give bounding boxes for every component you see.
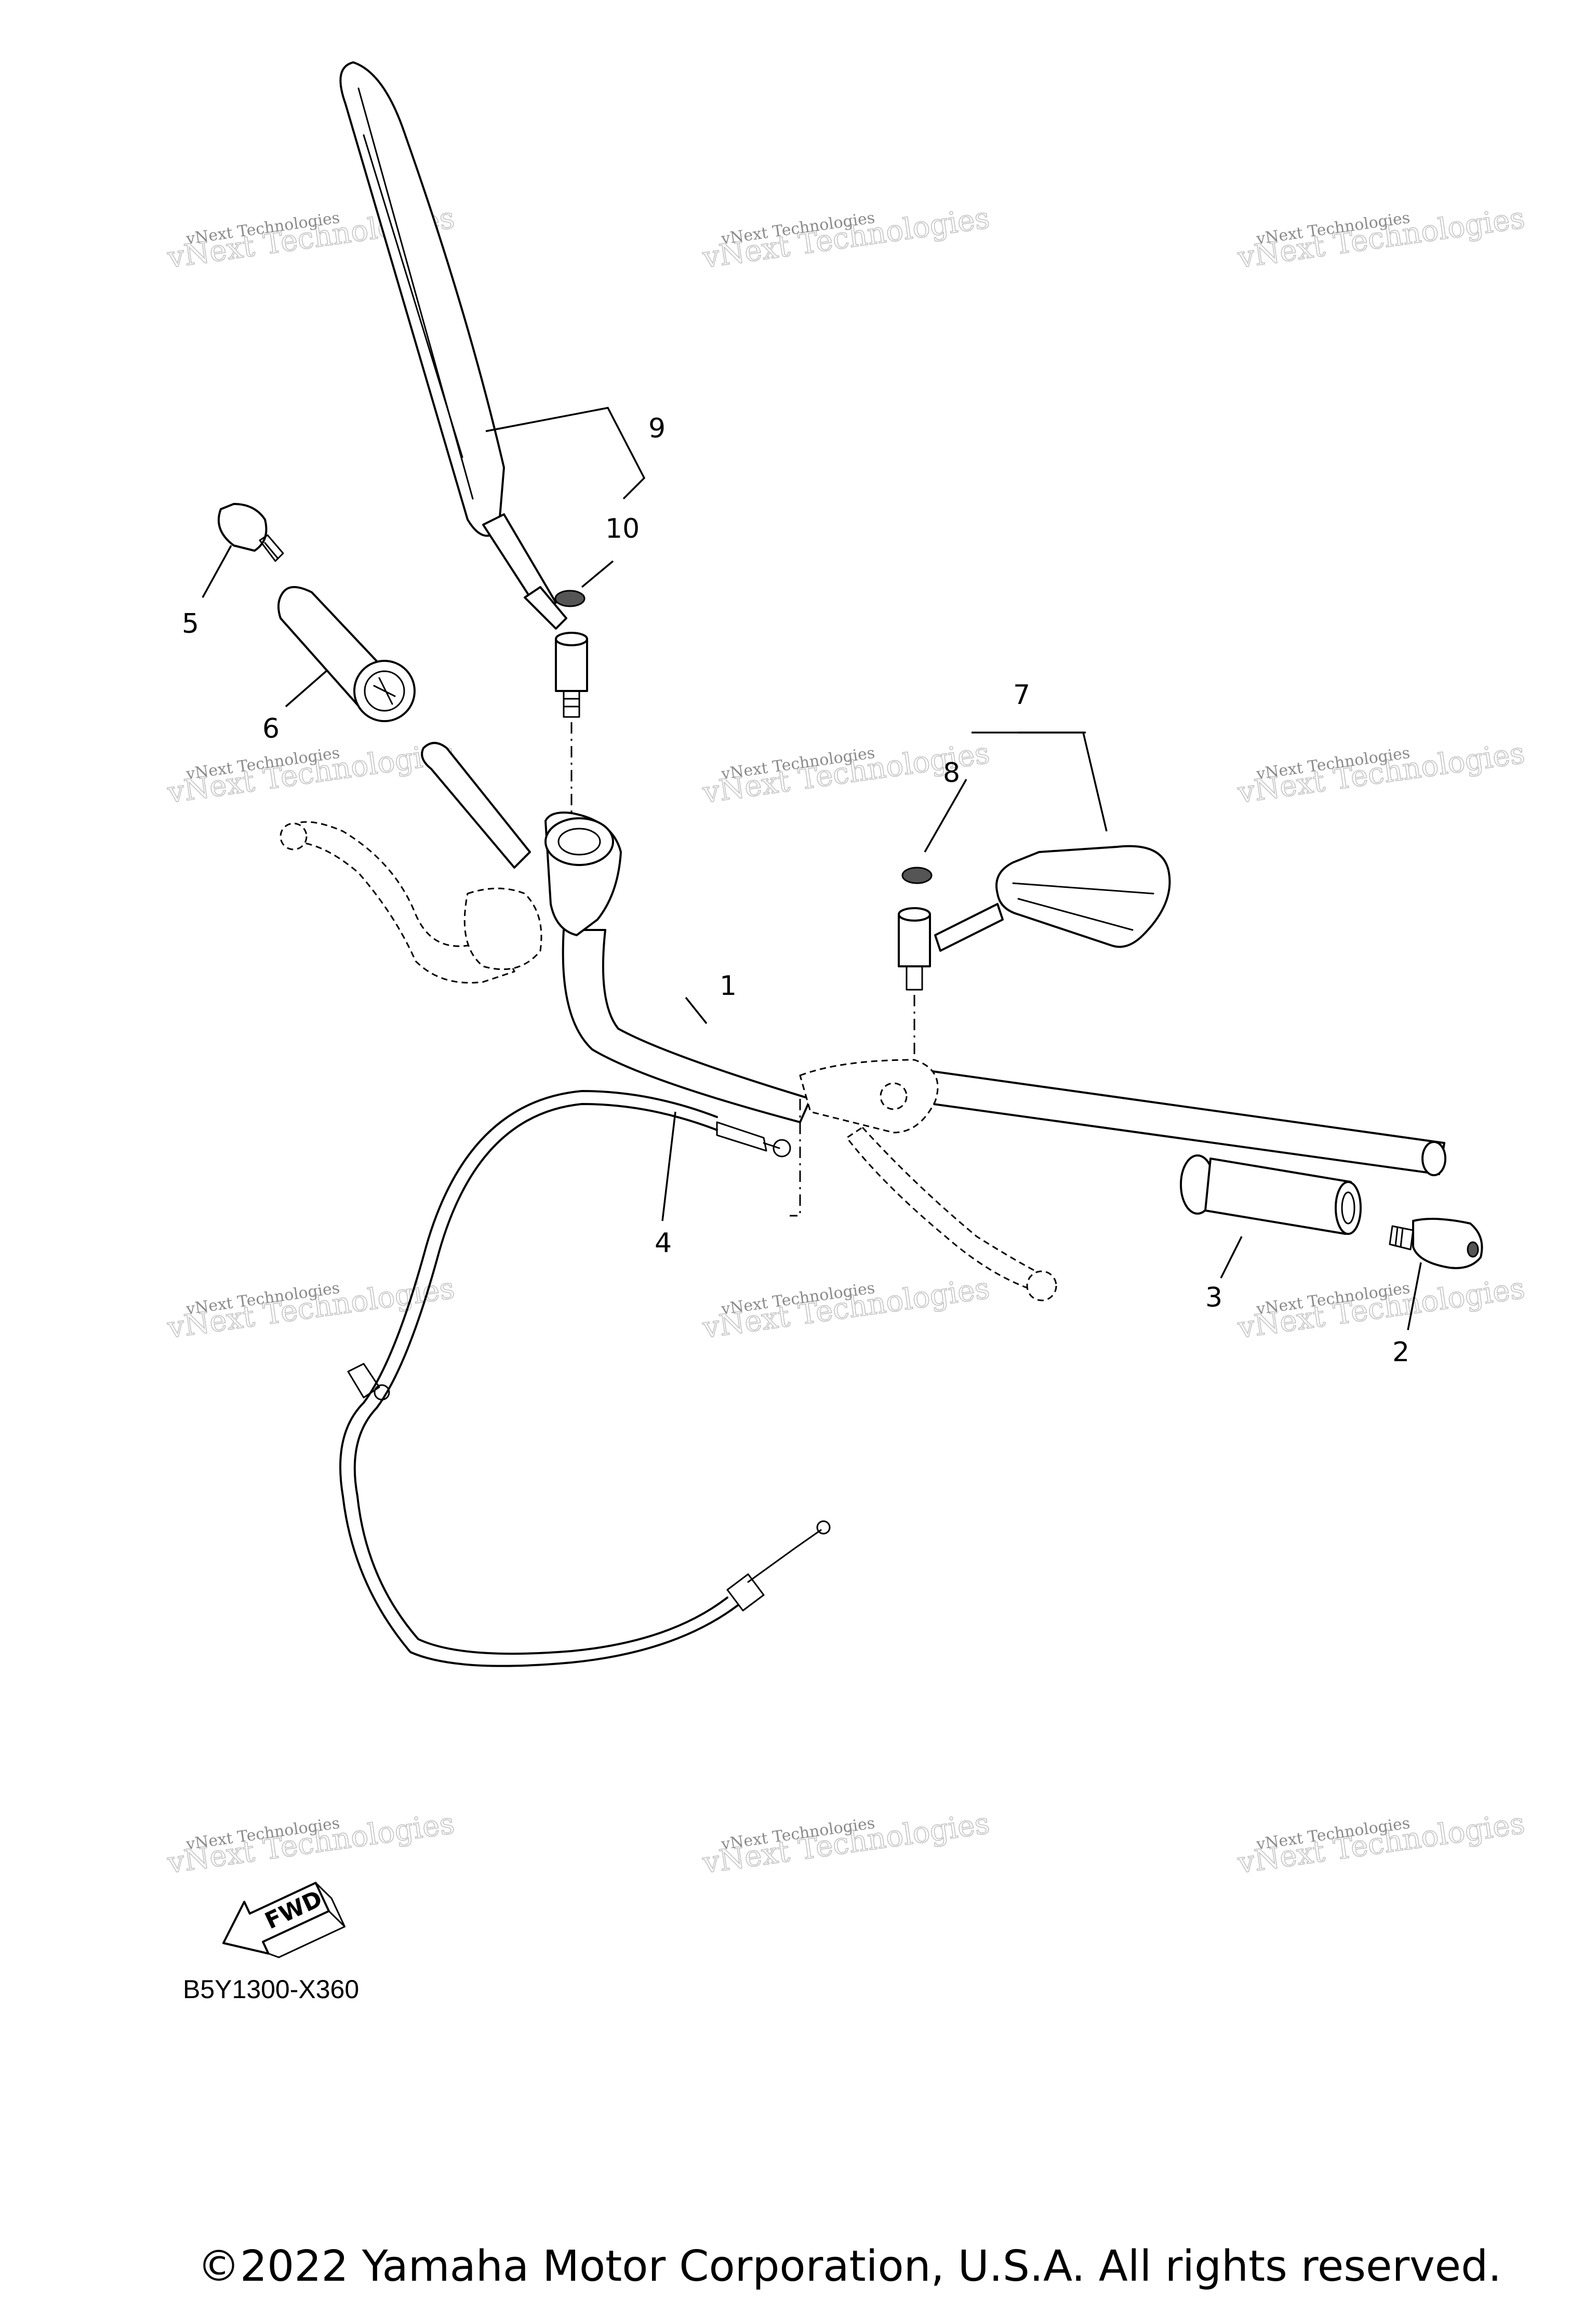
right-grip [1180, 1154, 1362, 1235]
watermark: vNext Technologies vNext Technologies [165, 736, 457, 810]
watermark: vNext Technologies vNext Technologies [700, 1806, 992, 1881]
left-mirror-adapter [554, 590, 588, 718]
part-label-6: 6 [262, 713, 280, 744]
copyright-notice: ©2022 Yamaha Motor Corporation, U.S.A. A… [197, 2242, 1502, 2291]
watermark: vNext Technologies vNext Technologies [165, 1806, 457, 1881]
watermark: vNext Technologies vNext Technologies [1235, 1806, 1527, 1881]
part-label-10: 10 [605, 513, 640, 544]
part-label-9: 9 [648, 413, 666, 444]
leader-lines [202, 407, 1422, 1331]
part-label-8: 8 [943, 757, 960, 789]
left-grip [277, 586, 416, 722]
watermark: vNext Technologies vNext Technologies [700, 201, 992, 275]
left-mirror [339, 61, 567, 630]
left-bar-end [217, 503, 284, 562]
watermark: vNext Technologies vNext Technologies [700, 1271, 992, 1346]
forward-direction-indicator: FWD [222, 1882, 346, 1959]
right-bar-end [1389, 1218, 1483, 1269]
assembly-centerline [790, 1099, 801, 1217]
diagram-code: B5Y1300-X360 [183, 1975, 360, 2004]
part-label-1: 1 [720, 970, 737, 1002]
watermark: vNext Technologies vNext Technologies [1235, 201, 1527, 275]
watermark-grid: vNext Technologies vNext Technologies vN… [165, 201, 1527, 1881]
right-control-lever [799, 1059, 1057, 1301]
part-label-5: 5 [182, 608, 199, 640]
part-label-7: 7 [1013, 680, 1030, 711]
clutch-cable [339, 1090, 831, 1667]
handlebar [421, 742, 1446, 1176]
watermark: vNext Technologies vNext Technologies [1235, 736, 1527, 810]
right-mirror [934, 845, 1171, 952]
part-label-2: 2 [1392, 1337, 1409, 1368]
part-label-4: 4 [655, 1228, 672, 1259]
part-label-3: 3 [1205, 1282, 1222, 1313]
right-mirror-adapter [898, 867, 933, 991]
watermark: vNext Technologies vNext Technologies [1235, 1271, 1527, 1346]
part-labels: 1 2 3 4 5 6 7 8 9 10 [182, 413, 1409, 1368]
left-control-housing [280, 812, 622, 984]
